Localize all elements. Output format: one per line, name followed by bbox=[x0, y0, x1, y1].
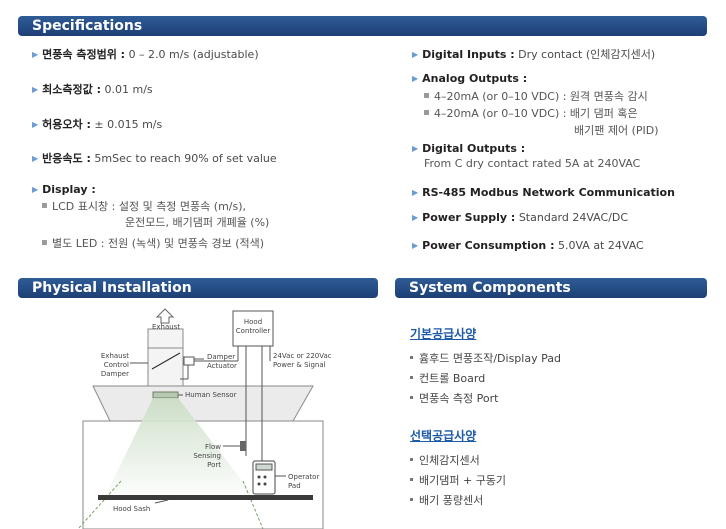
label-flow-2: Sensing bbox=[193, 452, 221, 460]
arrow-bullet-icon: ▶ bbox=[32, 120, 39, 129]
display-lcd-line2: 운전모드, 배기댐퍼 개폐율 (%) bbox=[125, 216, 270, 229]
pad-button bbox=[257, 482, 261, 486]
spec-tolerance: ▶허용오차 : ± 0.015 m/s bbox=[32, 118, 163, 131]
basic-supply-heading: 기본공급사양 bbox=[410, 327, 477, 341]
optional-supply-heading: 선택공급사양 bbox=[410, 429, 477, 443]
physical-installation-header: Physical Installation bbox=[18, 278, 378, 298]
spec-digital-outputs: ▶Digital Outputs : bbox=[412, 142, 526, 155]
label-operator-2: Pad bbox=[288, 482, 301, 490]
specifications-header: Specifications bbox=[18, 16, 707, 36]
arrow-bullet-icon: ▶ bbox=[412, 188, 419, 197]
hood-controller bbox=[232, 310, 274, 347]
label-operator-1: Operator bbox=[288, 473, 319, 481]
arrow-bullet-icon: ▶ bbox=[412, 213, 419, 222]
spec-display: ▶Display : bbox=[32, 183, 96, 196]
sensing-dashed-left bbox=[77, 480, 122, 529]
dot-bullet-icon bbox=[410, 478, 413, 481]
analog-output-line1: 4–20mA (or 0–10 VDC) : 원격 면풍속 감시 bbox=[424, 89, 648, 104]
label-flow-3: Port bbox=[207, 461, 221, 469]
square-bullet-icon bbox=[424, 93, 429, 98]
label-hood-controller-2: Controller bbox=[236, 327, 271, 335]
spec-min-measurement: ▶최소측정값 : 0.01 m/s bbox=[32, 83, 153, 96]
spec-face-velocity-range: ▶면풍속 측정범위 : 0 – 2.0 m/s (adjustable) bbox=[32, 48, 259, 61]
dot-bullet-icon bbox=[410, 376, 413, 379]
label-exhaust-damper-1: Exhaust bbox=[101, 352, 129, 360]
system-components-header: System Components bbox=[395, 278, 707, 298]
pad-button bbox=[257, 475, 261, 479]
label-exhaust: Exhaust bbox=[152, 323, 180, 331]
sensing-dashed-right bbox=[242, 480, 264, 529]
dot-bullet-icon bbox=[410, 356, 413, 359]
optional-item: 인체감지센서 bbox=[410, 452, 480, 468]
label-human-sensor: Human Sensor bbox=[185, 391, 237, 399]
arrow-bullet-icon: ▶ bbox=[412, 144, 419, 153]
arrow-bullet-icon: ▶ bbox=[412, 50, 419, 59]
square-bullet-icon bbox=[42, 203, 47, 208]
digital-output-detail: From C dry contact rated 5A at 240VAC bbox=[424, 157, 641, 170]
label-hood-sash: Hood Sash bbox=[113, 505, 150, 513]
label-exhaust-damper-2: Control bbox=[104, 361, 129, 369]
sash-leader bbox=[154, 499, 169, 504]
pad-button bbox=[263, 482, 267, 486]
analog-output-line3: 배기팬 제어 (PID) bbox=[574, 124, 659, 137]
spec-power-consumption: ▶Power Consumption : 5.0VA at 24VAC bbox=[412, 239, 644, 252]
installation-diagram: Exhaust Hood Controller Exhaust Control … bbox=[77, 308, 332, 529]
label-power-2: Power & Signal bbox=[273, 361, 326, 369]
sensor-beam bbox=[103, 398, 258, 501]
spec-analog-outputs: ▶Analog Outputs : bbox=[412, 72, 528, 85]
operator-pad-display bbox=[255, 463, 273, 471]
damper-blade bbox=[151, 352, 181, 370]
basic-item: 면풍속 측정 Port bbox=[410, 390, 498, 406]
dot-bullet-icon bbox=[410, 396, 413, 399]
label-damper-actuator-2: Actuator bbox=[207, 362, 237, 370]
label-flow-1: Flow bbox=[205, 443, 221, 451]
label-damper-actuator-1: Damper bbox=[207, 353, 235, 361]
exhaust-duct bbox=[147, 328, 184, 387]
label-power-1: 24Vac or 220Vac bbox=[273, 352, 332, 360]
display-lcd-line1: LCD 표시창 : 설정 및 측정 면풍속 (m/s), bbox=[42, 199, 246, 214]
dot-bullet-icon bbox=[410, 498, 413, 501]
display-led-line: 별도 LED : 전원 (녹색) 및 면풍속 경보 (적색) bbox=[42, 236, 264, 251]
arrow-bullet-icon: ▶ bbox=[412, 241, 419, 250]
square-bullet-icon bbox=[42, 240, 47, 245]
arrow-bullet-icon: ▶ bbox=[412, 74, 419, 83]
spec-response-time: ▶반응속도 : 5mSec to reach 90% of set value bbox=[32, 152, 277, 165]
optional-item: 배기댐퍼 + 구동기 bbox=[410, 472, 506, 488]
spec-digital-inputs: ▶Digital Inputs : Dry contact (인체감지센서) bbox=[412, 48, 656, 61]
arrow-bullet-icon: ▶ bbox=[32, 154, 39, 163]
arrow-bullet-icon: ▶ bbox=[32, 50, 39, 59]
human-sensor bbox=[152, 391, 179, 399]
label-exhaust-damper-3: Damper bbox=[101, 370, 129, 378]
spec-power-supply: ▶Power Supply : Standard 24VAC/DC bbox=[412, 211, 629, 224]
optional-item: 배기 풍량센서 bbox=[410, 492, 483, 508]
analog-output-line2: 4–20mA (or 0–10 VDC) : 배기 댐퍼 혹은 bbox=[424, 106, 638, 121]
hood-sash bbox=[98, 495, 313, 500]
basic-item: 흄후드 면풍조작/Display Pad bbox=[410, 350, 561, 366]
dot-bullet-icon bbox=[410, 458, 413, 461]
arrow-bullet-icon: ▶ bbox=[32, 185, 39, 194]
pad-button bbox=[263, 475, 267, 479]
spec-rs485: ▶RS-485 Modbus Network Communication bbox=[412, 186, 675, 199]
flow-sensing-port bbox=[240, 441, 246, 451]
damper-actuator bbox=[183, 356, 195, 366]
arrow-bullet-icon: ▶ bbox=[32, 85, 39, 94]
basic-item: 컨트롤 Board bbox=[410, 370, 485, 386]
square-bullet-icon bbox=[424, 110, 429, 115]
label-hood-controller-1: Hood bbox=[244, 318, 262, 326]
exhaust-arrow-icon bbox=[155, 308, 175, 324]
